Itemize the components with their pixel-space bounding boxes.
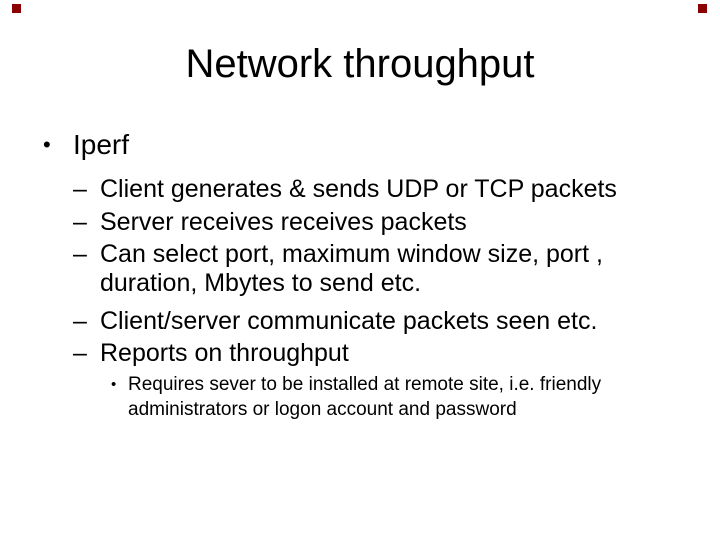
dash-bullet-icon: – <box>73 175 87 203</box>
bullet-dot-icon: • <box>43 132 51 157</box>
sub-bullet-item: – Reports on throughput <box>73 339 349 368</box>
sub-bullet-item: – Client generates & sends UDP or TCP pa… <box>73 175 617 204</box>
sub-bullet-text: Client generates & sends UDP or TCP pack… <box>100 175 617 203</box>
sub-bullet-text: Reports on throughput <box>100 339 349 367</box>
corner-marker-top-right <box>698 4 707 13</box>
slide-title: Network throughput <box>185 42 535 86</box>
dash-bullet-icon: – <box>73 208 87 236</box>
sub-bullet-text: Client/server communicate packets seen e… <box>100 307 598 335</box>
sub-bullet-item: – Client/server communicate packets seen… <box>73 307 597 336</box>
bullet-text: Iperf <box>73 129 130 160</box>
sub-bullet-item: – Can select port, maximum window size, … <box>73 240 603 298</box>
sub-bullet-text: Can select port, maximum window size, po… <box>100 240 603 268</box>
note-bullet-item: • Requires sever to be installed at remo… <box>111 372 601 422</box>
dash-bullet-icon: – <box>73 307 87 335</box>
corner-marker-top-left <box>12 4 21 13</box>
note-bullet-text: Requires sever to be installed at remote… <box>128 374 602 395</box>
bullet-item-iperf: • Iperf <box>43 131 129 159</box>
dash-bullet-icon: – <box>73 339 87 367</box>
sub-bullet-item: – Server receives receives packets <box>73 208 467 237</box>
note-bullet-text-wrap: administrators or logon account and pass… <box>128 399 517 420</box>
dash-bullet-icon: – <box>73 240 87 268</box>
bullet-dot-icon: • <box>111 376 117 393</box>
sub-bullet-text-wrap: duration, Mbytes to send etc. <box>100 269 422 297</box>
sub-bullet-text: Server receives receives packets <box>100 208 467 236</box>
